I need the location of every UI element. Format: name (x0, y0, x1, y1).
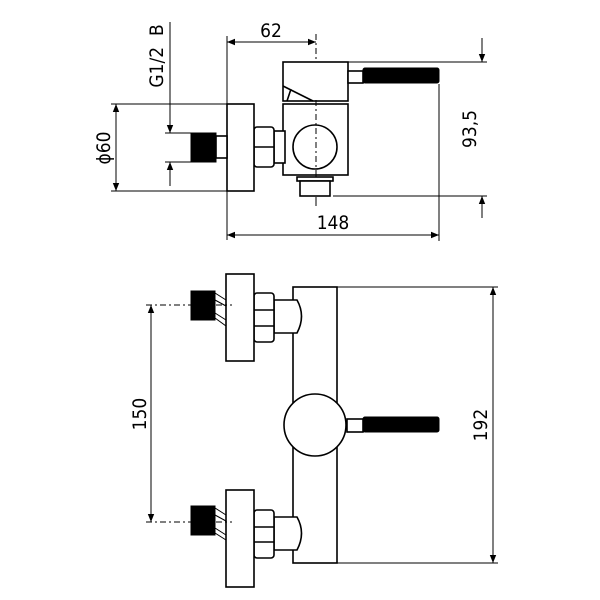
pipe (273, 130, 286, 164)
dim-192-label: 192 (470, 409, 492, 442)
lever-stem (346, 418, 364, 433)
upper-hex-nut (253, 292, 275, 343)
cartridge-cap (283, 393, 347, 457)
dim-150-label: 150 (129, 398, 151, 431)
dim-93-5-label: 93,5 (459, 110, 481, 148)
wall-flange (226, 103, 255, 192)
dim-62-label: 62 (260, 20, 282, 42)
lower-thread-hatch (214, 507, 227, 541)
nipple-shoulder (215, 135, 228, 159)
outlet-connector (299, 180, 331, 197)
lower-threaded-nipple (190, 505, 216, 536)
cartridge-housing (282, 61, 349, 102)
lever-handle (362, 67, 440, 84)
lever-stem (347, 70, 364, 84)
housing-wedge (282, 85, 314, 102)
lower-hex-nut (253, 509, 275, 559)
thread-label: G1/2 B (146, 24, 168, 87)
lower-wall-flange (225, 489, 255, 588)
lower-eccentric-connector (273, 516, 303, 551)
upper-eccentric-connector (273, 299, 303, 334)
upper-wall-flange (225, 273, 255, 362)
dim-d60-label: ϕ60 (93, 131, 115, 164)
upper-thread-hatch (214, 292, 227, 327)
body-inlet-circle (292, 124, 338, 170)
dim-148-label: 148 (317, 212, 350, 234)
lever-handle (362, 416, 440, 433)
front-view: 150 192 (129, 273, 498, 588)
top-view: 62 148 93,5 ϕ60 G1/2 B (93, 20, 487, 241)
threaded-nipple (190, 132, 217, 163)
